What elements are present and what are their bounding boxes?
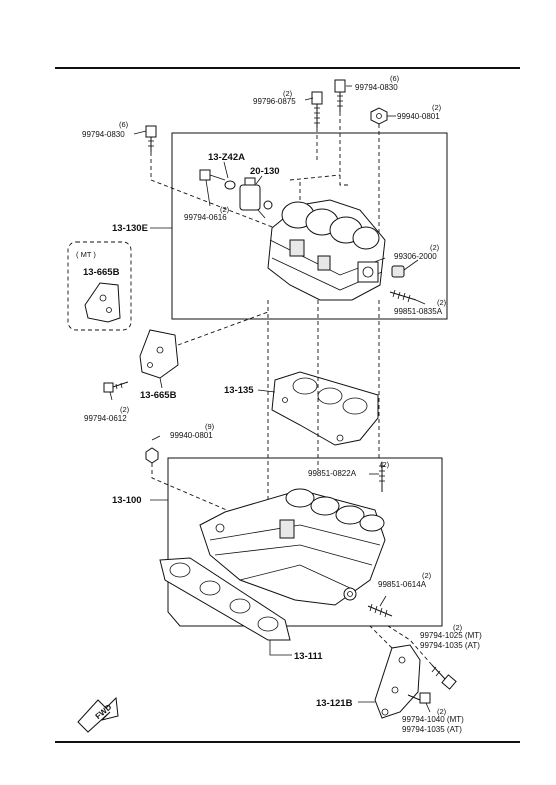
dash-nut-lower [151,463,251,521]
grp-l5: 13-Z42A [208,152,245,163]
qty-l1: (2) [283,89,293,98]
stud-99851-0822A [369,462,385,492]
grp-l8: 13-130E [112,223,148,234]
mt-group-box [67,241,132,331]
part-13-Z42A [199,161,236,190]
pn-l1: 99796-0875 [253,97,296,106]
qty-l13: (2) [120,405,130,414]
grp-l12: 13-665B [140,390,177,401]
bolt-99794-0612 [103,381,129,393]
leader-20 [269,640,292,656]
grp-l21: 13-121B [316,698,353,709]
pn1-l22: 99794-1040 (MT) [402,715,464,724]
qty-l3: (2) [432,103,442,112]
bolt-99796-0875 [311,91,323,128]
dash-bolt-2 [339,112,350,186]
grp-l6: 20-130 [250,166,280,177]
bolt-99794-0830-left [145,125,157,152]
leader-14 [257,389,276,393]
pn-l13: 99794-0612 [84,414,127,423]
lower-group-box [167,457,443,627]
qty-l15: (9) [205,422,215,431]
lower-intake-manifold [199,488,386,606]
dash-left-bolt [150,152,281,231]
pn-l10: 99851-0835A [394,307,443,316]
qty-l10: (2) [437,298,447,307]
part-20-130 [239,175,273,219]
stud-99851-0835A [389,289,426,305]
pn-l4: 99794-0830 [82,130,125,139]
qty-l19: (2) [453,623,463,632]
bolt-99794-1025 [431,664,457,690]
pn-l16: 99851-0822A [308,469,357,478]
pn1-l19: 99794-1025 (MT) [420,631,482,640]
mt-bracket-13-665B [84,282,121,323]
grp-l20: 13-111 [294,651,323,662]
cap-99306-2000 [391,259,419,278]
gasket-13-111 [159,557,291,641]
pn-l9: 99306-2000 [394,252,437,261]
leader-7 [205,179,211,207]
gasket-13-135 [271,371,379,446]
qty-l22: (2) [437,707,447,716]
leader-1 [304,97,314,101]
grp-l14: 13-135 [224,385,254,396]
bracket-13-121B [374,644,421,719]
grp-l11: 13-665B [83,267,120,278]
pn2-l22: 99794-1035 (AT) [402,725,462,734]
fwd-arrow-icon [77,696,119,733]
nut-99940-0801-lower [145,435,161,464]
qty-l16: (2) [380,460,390,469]
qty-l18: (2) [422,571,432,580]
bolt-99794-1040 [407,692,431,713]
pn-l15: 99940-0801 [170,431,213,440]
pn-l2: 99794-0830 [355,83,398,92]
pn-l18: 99851-0614A [378,580,427,589]
leader-12 [159,377,163,389]
leader-13 [109,391,113,401]
nut-99940-0801-top [370,107,388,125]
dash-bolt-1025 [387,625,433,666]
stud-99851-0614A [367,595,393,618]
upper-group-box [171,132,448,320]
mt-label: ( MT ) [76,250,96,259]
qty-l2: (6) [390,74,400,83]
pn-l7: 99794-0616 [184,213,227,222]
leader-4 [133,130,147,135]
upper-intake-manifold [267,174,386,301]
pn2-l19: 99794-1035 (AT) [420,641,480,650]
qty-l9: (2) [430,243,440,252]
pn-l3: 99940-0801 [397,112,440,121]
bolt-99794-0830-top [334,79,346,112]
grp-l17: 13-100 [112,495,142,506]
bracket-13-665B [139,329,179,379]
qty-l7: (2) [220,205,230,214]
qty-l4: (6) [119,120,129,129]
dash-bracket-121B [369,625,393,649]
dash-bracket [177,311,269,346]
